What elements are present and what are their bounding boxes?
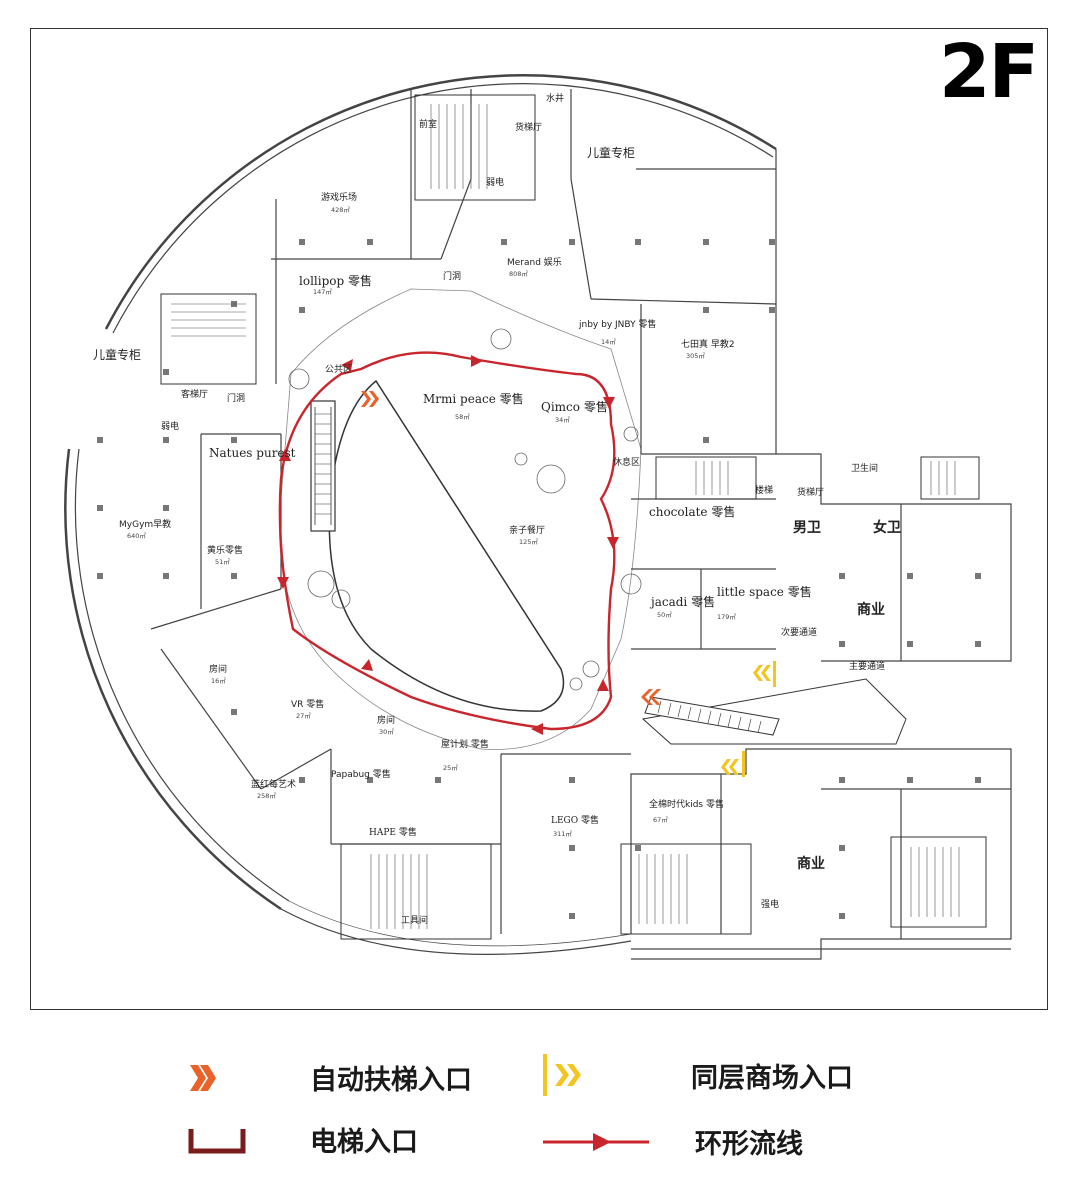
store-area: 147㎡ — [313, 288, 332, 296]
store-area: 640㎡ — [127, 532, 146, 540]
store-area: 67㎡ — [653, 816, 668, 824]
store-area: 51㎡ — [215, 558, 230, 566]
anteroom-label: 前室 — [419, 120, 438, 130]
floor-title: 2F — [938, 29, 1039, 115]
store-label: MyGym早教 — [119, 520, 172, 530]
store-label: 亲子餐厅 — [509, 526, 546, 536]
store-label: jnby by JNBY 零售 — [579, 320, 657, 330]
escalator-atrium — [310, 400, 336, 532]
strong-current-label: 强电 — [761, 900, 780, 910]
store-area: 808㎡ — [509, 270, 528, 278]
store-area: 305㎡ — [686, 352, 705, 360]
tool-room-label: 工具间 — [401, 916, 429, 926]
doorway-label: 门洞 — [443, 272, 462, 282]
secondary-passage-label: 次要通道 — [781, 628, 818, 638]
store-label: Qimco 零售 — [541, 400, 608, 414]
store-label: 商业 — [857, 602, 885, 618]
store-area: 179㎡ — [717, 613, 736, 621]
doorway-label: 门洞 — [227, 394, 246, 404]
store-label: little space 零售 — [717, 585, 812, 599]
legend-label: 电梯入口 — [310, 1127, 418, 1158]
loop-route-icon — [543, 1132, 649, 1151]
weak-current-label: 弱电 — [161, 422, 180, 432]
legend-elevator: 电梯入口 — [188, 1120, 418, 1159]
store-area: 428㎡ — [331, 206, 350, 214]
store-label: VR 零售 — [291, 700, 325, 710]
map-legend: 自动扶梯入口 同层商场入口 电梯入口 环形流线 — [0, 1030, 1080, 1190]
store-area: 58㎡ — [455, 413, 470, 421]
restroom-label: 卫生间 — [851, 464, 879, 474]
legend-mall-entrance: 同层商场入口 — [541, 1054, 853, 1096]
legend-escalator: 自动扶梯入口 — [188, 1058, 472, 1097]
store-label: 蓝红每艺术 — [251, 780, 297, 790]
escalator-east — [641, 678, 907, 745]
store-label: 儿童专柜 — [93, 348, 142, 362]
legend-loop-route: 环形流线 — [541, 1122, 803, 1161]
freight-lobby-label: 货梯厅 — [515, 123, 543, 133]
male-restroom-label: 男卫 — [793, 520, 821, 536]
store-label: 七田真 早教2 — [681, 340, 735, 350]
store-label: Natues purest — [209, 446, 296, 460]
store-area: 14㎡ — [601, 338, 616, 346]
store-label: Mrmi peace 零售 — [423, 392, 524, 406]
floor-plan-map: 2F 游戏乐场 428㎡ lollipop 零售 147㎡ Merand 娱乐 … — [30, 28, 1048, 1010]
store-label: 商业 — [797, 856, 825, 872]
store-area: 50㎡ — [657, 611, 672, 619]
store-area: 27㎡ — [296, 712, 311, 720]
legend-label: 自动扶梯入口 — [310, 1065, 472, 1096]
store-area: 25㎡ — [443, 764, 458, 772]
store-label: 全棉时代kids 零售 — [649, 800, 724, 810]
store-label: Merand 娱乐 — [507, 258, 562, 268]
main-passage-label: 主要通道 — [849, 662, 886, 672]
stair-label: 楼梯 — [755, 486, 774, 496]
store-label: Papabug 零售 — [331, 770, 391, 780]
weak-current-label: 弱电 — [486, 178, 505, 188]
loop-route — [278, 351, 616, 731]
female-restroom-label: 女卫 — [873, 520, 901, 536]
freight-lobby-label: 货梯厅 — [797, 488, 825, 498]
legend-label: 同层商场入口 — [691, 1062, 853, 1094]
passenger-lobby-label: 客梯厅 — [181, 390, 209, 400]
store-area: 30㎡ — [379, 728, 394, 736]
escalator-icon — [190, 1064, 216, 1091]
store-label: chocolate 零售 — [649, 505, 736, 519]
store-label: 黄乐零售 — [207, 546, 244, 556]
store-label: lollipop 零售 — [299, 274, 372, 288]
store-label: jacadi 零售 — [651, 595, 716, 609]
store-label: 儿童专柜 — [587, 146, 636, 160]
store-label: 游戏乐场 — [321, 193, 358, 203]
store-area: 311㎡ — [553, 830, 572, 838]
store-area: 258㎡ — [257, 792, 276, 800]
mall-entrance-markers — [721, 661, 776, 777]
store-area: 125㎡ — [519, 538, 538, 546]
store-label: LEGO 零售 — [551, 816, 599, 826]
escalator-entrance-markers — [361, 391, 661, 705]
floor-plan-drawing — [64, 74, 1012, 960]
rest-area-label: 休息区 — [613, 458, 641, 468]
mall-entrance-icon — [543, 1054, 581, 1096]
legend-label: 环形流线 — [695, 1129, 803, 1160]
store-label: 房间 — [209, 665, 228, 675]
store-label: 屋计划 零售 — [441, 740, 489, 750]
store-label: 房间 — [377, 716, 396, 726]
store-area: 16㎡ — [211, 677, 226, 685]
store-label: HAPE 零售 — [369, 828, 417, 838]
public-area-label: 公共区 — [325, 365, 353, 375]
elevator-icon — [188, 1128, 246, 1153]
store-area: 34㎡ — [555, 416, 570, 424]
water-well-label: 水井 — [546, 94, 565, 104]
